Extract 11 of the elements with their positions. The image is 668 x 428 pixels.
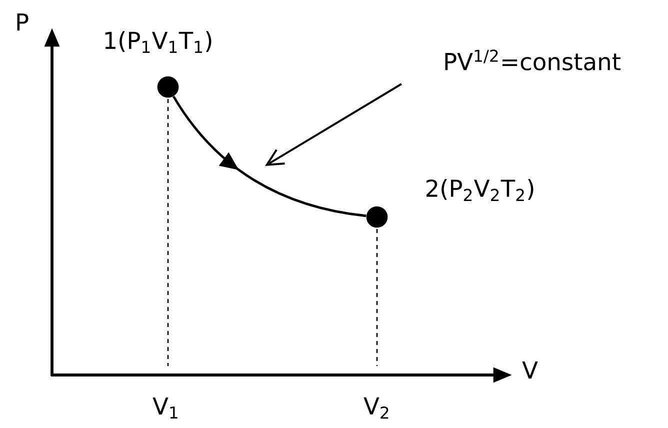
state-label: 2(P$_{2}$V$_{2}$T$_{2}$) <box>426 179 534 201</box>
equation-label: PV$^{1/2}$=constant <box>445 50 620 70</box>
tick-label: V$_{1}$ <box>152 398 178 418</box>
axis-label: V <box>522 361 538 378</box>
leader-arrow <box>265 83 402 166</box>
state-point <box>366 206 388 228</box>
state-label: 1(P$_{1}$V$_{1}$T$_{1}$) <box>105 31 212 53</box>
axis-label: P <box>17 13 28 30</box>
tick-label: V$_{2}$ <box>364 397 388 419</box>
process-curve <box>172 96 366 218</box>
state-point <box>157 76 179 98</box>
